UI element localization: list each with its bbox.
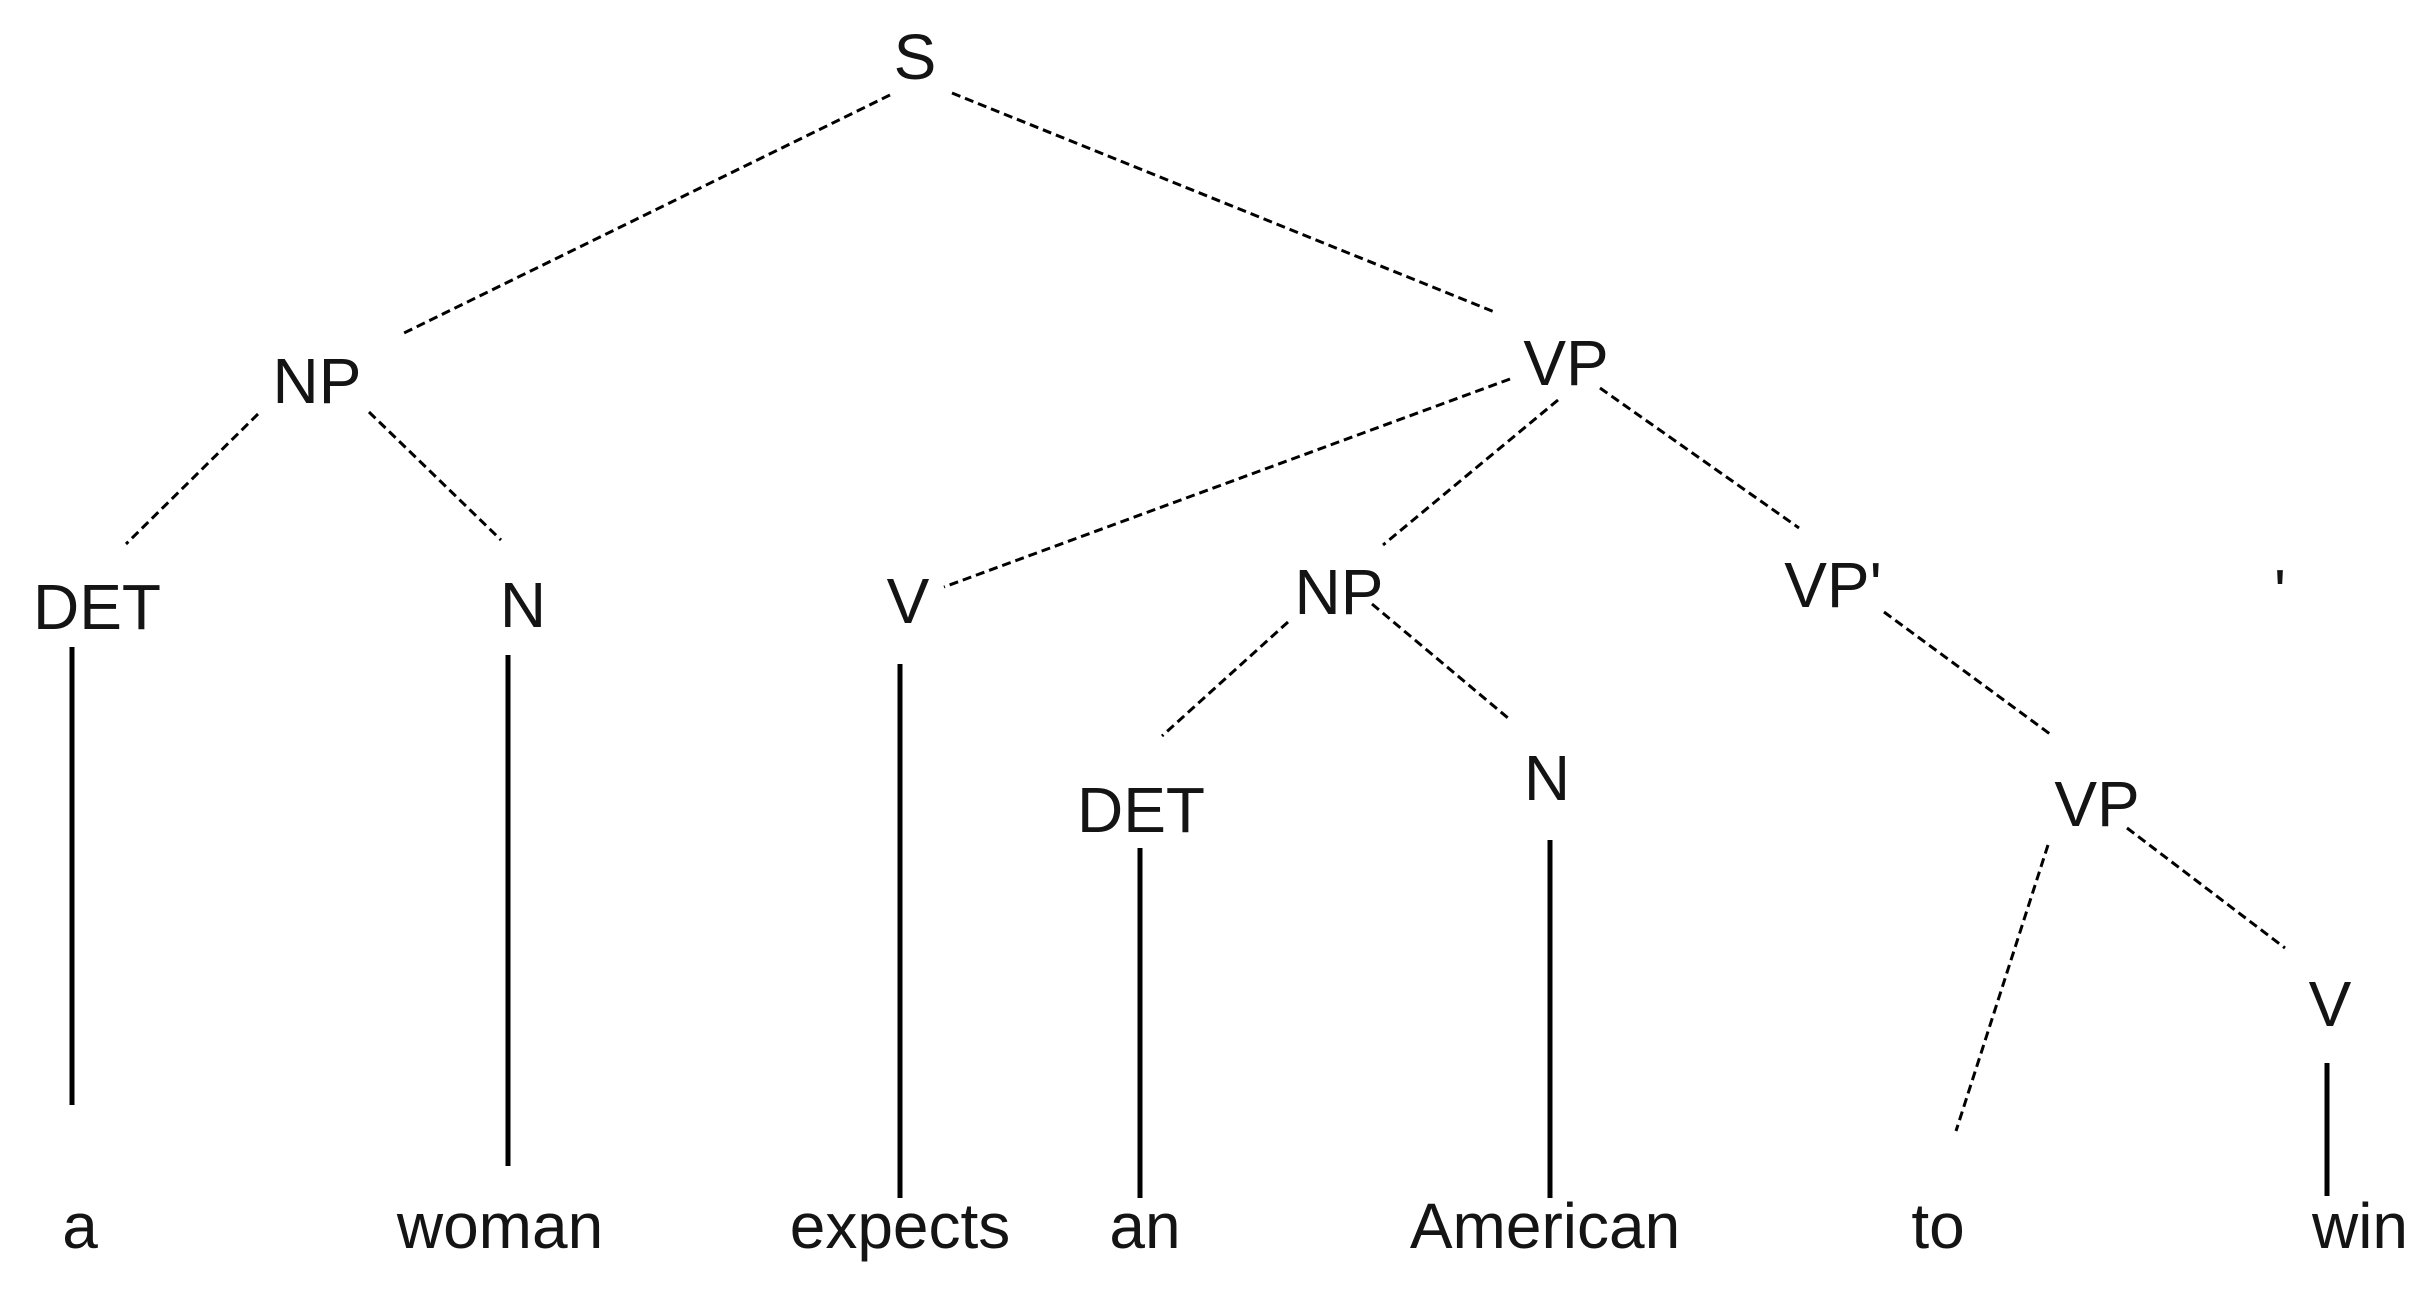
terminal-word-w-woman: woman <box>396 1190 604 1262</box>
tree-node-N2: N <box>1523 742 1571 814</box>
branch-VP1-VPbar <box>1599 386 1800 530</box>
tree-node-DET1: DET <box>33 571 161 643</box>
branch-S-NP1 <box>401 93 891 336</box>
branch-NP1-DET1 <box>124 412 260 546</box>
tree-node-VP2: VP <box>2054 768 2140 840</box>
branch-VPbar-VP2 <box>1883 610 2051 736</box>
branch-NP1-N1 <box>367 410 503 542</box>
terminal-word-w-american: American <box>1409 1190 1681 1262</box>
terminal-word-w-to: to <box>1911 1190 1965 1262</box>
branch-VP1-NP2 <box>1382 398 1559 547</box>
terminal-word-w-an: an <box>1109 1190 1181 1262</box>
tree-node-S: S <box>893 21 937 93</box>
branch-NP2-DET2 <box>1160 620 1290 738</box>
branch-VP1-V1 <box>943 377 1511 589</box>
branch-VP2-V2 <box>2126 826 2286 950</box>
branch-S-VP1 <box>951 91 1498 315</box>
terminal-word-w-expects: expects <box>789 1190 1011 1262</box>
tree-node-VPbar: VP' <box>1784 549 1882 621</box>
terminal-word-w-a: a <box>62 1190 98 1262</box>
branch-VP2-w-to <box>1954 844 2050 1132</box>
tree-node-DET2: DET <box>1077 774 1205 846</box>
tree-node-N1: N <box>499 569 547 641</box>
branch-NP2-N2 <box>1371 602 1509 720</box>
tree-node-NP2: NP <box>1294 556 1384 628</box>
tree-node-V2: V <box>2308 968 2352 1040</box>
terminal-word-w-win: win <box>2311 1190 2409 1262</box>
tree-node-NP1: NP <box>272 345 362 417</box>
tree-node-VP1: VP <box>1523 327 1609 399</box>
tree-node-V1: V <box>886 565 930 637</box>
tree-node-prime: ' <box>2273 556 2287 628</box>
